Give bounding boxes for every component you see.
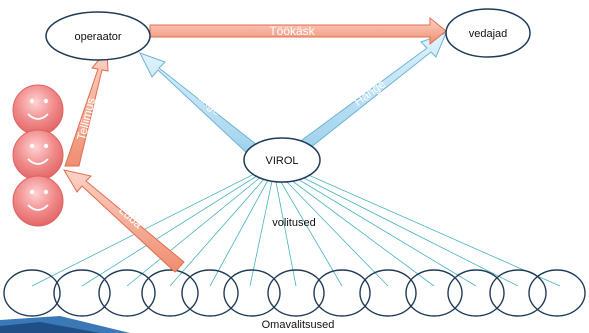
municipality-ellipse <box>359 269 417 317</box>
smiley-icon <box>12 175 64 227</box>
work-order-arrow: Töökäsk <box>149 16 447 46</box>
municipality-ellipse <box>447 269 505 317</box>
procurement-right-arrow: Hange <box>301 32 447 149</box>
operator-label: operaator <box>74 31 121 43</box>
municipalities-caption: Omavalitsused <box>262 319 335 331</box>
municipality-ellipse <box>528 269 586 317</box>
municipality-ellipse <box>223 269 281 317</box>
permit-arrow: Luba <box>62 169 185 273</box>
corner-banner <box>0 316 130 333</box>
procurement-right-label: Hange <box>351 77 388 109</box>
municipality-ellipse <box>98 269 156 317</box>
operator-node: operaator <box>45 11 151 61</box>
municipality-ellipse <box>53 269 111 317</box>
municipality-ellipse <box>141 269 199 317</box>
municipality-ellipse <box>489 269 547 317</box>
municipality-ellipse <box>3 269 61 317</box>
carriers-node: vedajad <box>445 8 531 58</box>
smiley-icon <box>12 84 64 136</box>
municipality-ellipse <box>267 269 325 317</box>
authorization-label: volitused <box>272 217 315 229</box>
virol-node: VIROL <box>243 137 321 183</box>
work-order-arrow-label: Töökäsk <box>269 24 315 38</box>
citizens-group <box>12 84 64 227</box>
virol-to-municipality-lines <box>31 171 561 287</box>
municipality-ellipse <box>181 269 239 317</box>
order-arrow: Tellimus <box>64 48 109 167</box>
virol-label: VIROL <box>265 155 298 167</box>
municipality-ellipses <box>3 269 586 317</box>
municipality-ellipse <box>405 269 463 317</box>
procurement-left-arrow: Hange <box>138 52 258 155</box>
smiley-icon <box>12 129 64 181</box>
municipality-ellipse <box>313 269 371 317</box>
carriers-label: vedajad <box>469 28 508 40</box>
order-arrow-label: Tellimus <box>74 96 98 141</box>
